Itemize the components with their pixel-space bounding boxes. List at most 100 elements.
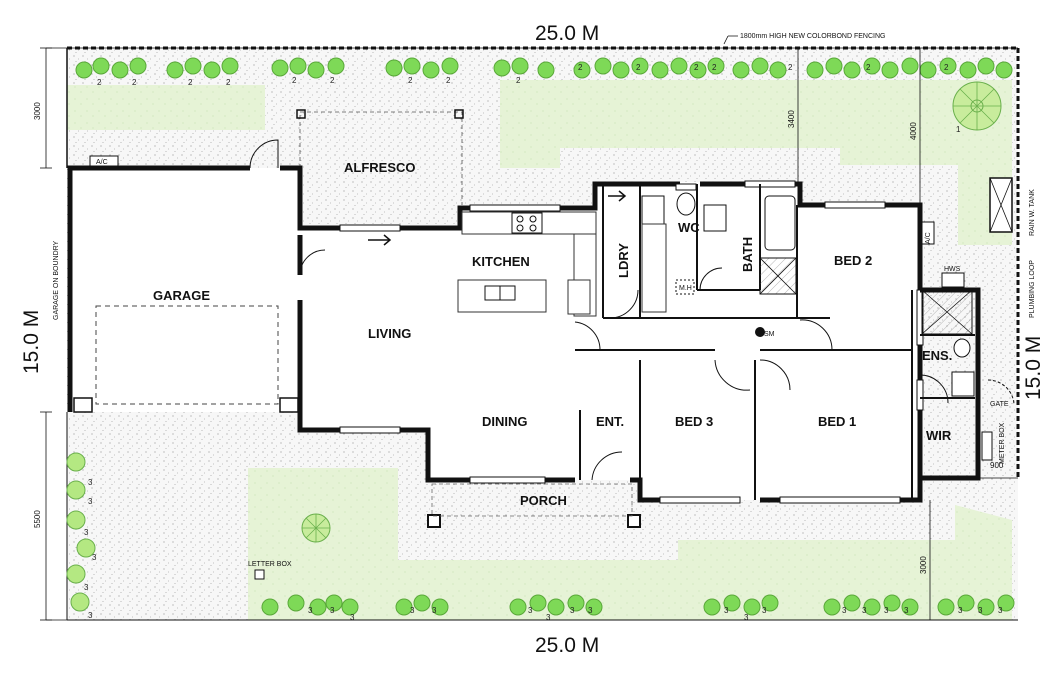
meter-box-note: METER BOX [999, 422, 1006, 464]
dimension-bottom-width: 25.0 M [535, 634, 599, 657]
garage-side-door [249, 139, 279, 169]
door-swings [574, 267, 949, 481]
ens-vanity [951, 371, 975, 397]
bath-vanity [703, 204, 727, 232]
garage-boundary-note: GARAGE ON BOUNDRY [53, 240, 60, 320]
svg-text:3: 3 [410, 606, 415, 615]
svg-text:3: 3 [84, 528, 89, 537]
left-tree-labels: 3 3 3 3 3 3 [84, 478, 97, 620]
porch-post-right [627, 514, 641, 528]
entry-arrow-laundry [608, 190, 627, 202]
room-label-laundry: LDRY [616, 243, 631, 278]
lawn-rear-center [500, 80, 1012, 245]
svg-text:3: 3 [998, 606, 1003, 615]
garage-inner-door [299, 249, 326, 276]
bottom-tree-labels: 3 3 3 3 3 3 3 3 3 3 3 3 3 3 3 3 3 3 3 [308, 606, 1003, 622]
manhole-label: M.H [679, 285, 692, 292]
svg-text:2: 2 [188, 78, 193, 87]
wc-toilet [676, 192, 696, 216]
windows [339, 180, 924, 504]
svg-text:2: 2 [866, 63, 871, 72]
tree-label-one: 1 [956, 125, 961, 134]
lawn-front [248, 468, 1012, 620]
ens-toilet [953, 338, 971, 358]
svg-text:3: 3 [308, 606, 313, 615]
svg-text:3: 3 [884, 606, 889, 615]
svg-text:3: 3 [978, 606, 983, 615]
svg-text:3: 3 [528, 606, 533, 615]
room-label-porch: PORCH [520, 493, 567, 508]
svg-text:3: 3 [546, 613, 551, 622]
svg-text:2: 2 [694, 63, 699, 72]
svg-text:2: 2 [516, 76, 521, 85]
laundry-tub [641, 195, 665, 225]
internal-walls [575, 184, 975, 500]
left-trees [66, 452, 96, 612]
svg-text:3: 3 [88, 497, 93, 506]
room-label-dining: DINING [482, 414, 528, 429]
svg-text:3: 3 [588, 606, 593, 615]
smoke-label: SM [764, 331, 775, 338]
room-label-wc: WC [678, 220, 700, 235]
top-trees [75, 57, 1013, 79]
svg-text:3: 3 [350, 613, 355, 622]
letter-box [254, 569, 265, 580]
dimension-left-depth: 15.0 M [20, 310, 43, 374]
garage-post-right [279, 397, 299, 413]
svg-text:3: 3 [762, 606, 767, 615]
hws-label: HWS [944, 266, 961, 273]
svg-text:2: 2 [636, 63, 641, 72]
room-label-garage: GARAGE [153, 288, 210, 303]
dimension-right-depth: 15.0 M [1022, 336, 1045, 400]
manhole [675, 279, 695, 295]
svg-text:2: 2 [226, 78, 231, 87]
svg-text:3: 3 [84, 583, 89, 592]
dimension-left-bottom: 5500 [33, 510, 42, 528]
wc-cistern [675, 183, 697, 191]
svg-text:2: 2 [132, 78, 137, 87]
svg-text:2: 2 [97, 78, 102, 87]
room-label-ensuite: ENS. [922, 348, 952, 363]
plumbing-loop-note: PLUMBING LOOP [1029, 260, 1036, 318]
svg-text:3: 3 [842, 606, 847, 615]
ac-unit-garage [89, 155, 119, 167]
svg-text:3: 3 [744, 613, 749, 622]
room-label-kitchen: KITCHEN [472, 254, 530, 269]
svg-text:3: 3 [330, 606, 335, 615]
svg-text:3: 3 [432, 606, 437, 615]
hws-unit [941, 272, 965, 288]
dimension-top-width: 25.0 M [535, 22, 599, 45]
garage-post-left [73, 397, 93, 413]
svg-text:3: 3 [570, 606, 575, 615]
room-label-living: LIVING [368, 326, 411, 341]
ensuite-outer-wall [920, 287, 981, 481]
ac-label-side: A/C [925, 232, 932, 244]
entry-arrow-living [368, 234, 392, 246]
laundry-bench [641, 223, 667, 313]
svg-text:2: 2 [446, 76, 451, 85]
smoke-detector [755, 327, 765, 337]
feature-tree-rear [952, 81, 1002, 131]
garage-door-outline [95, 305, 279, 405]
lawn-front-left [67, 85, 265, 130]
dimension-center-setback: 3400 [787, 110, 796, 128]
svg-text:3: 3 [88, 478, 93, 487]
rain-tank-note: RAIN W. TANK [1029, 189, 1036, 236]
fridge [567, 279, 591, 315]
gate-note: GATE [990, 401, 1009, 408]
svg-text:2: 2 [712, 63, 717, 72]
ac-unit-side [921, 221, 935, 245]
porch-slab [431, 483, 633, 517]
porch-post-left [427, 514, 441, 528]
svg-text:3: 3 [92, 553, 97, 562]
svg-text:3: 3 [862, 606, 867, 615]
letter-box-label: LETTER BOX [248, 561, 292, 568]
dimension-right-setback: 4000 [909, 122, 918, 140]
fencing-note: 1800mm HIGH NEW COLORBOND FENCING [740, 33, 885, 40]
house-floor [70, 168, 920, 500]
svg-text:3: 3 [724, 606, 729, 615]
dimension-lines [40, 47, 1018, 621]
garage-walls [67, 165, 340, 433]
bottom-trees [261, 594, 1015, 616]
